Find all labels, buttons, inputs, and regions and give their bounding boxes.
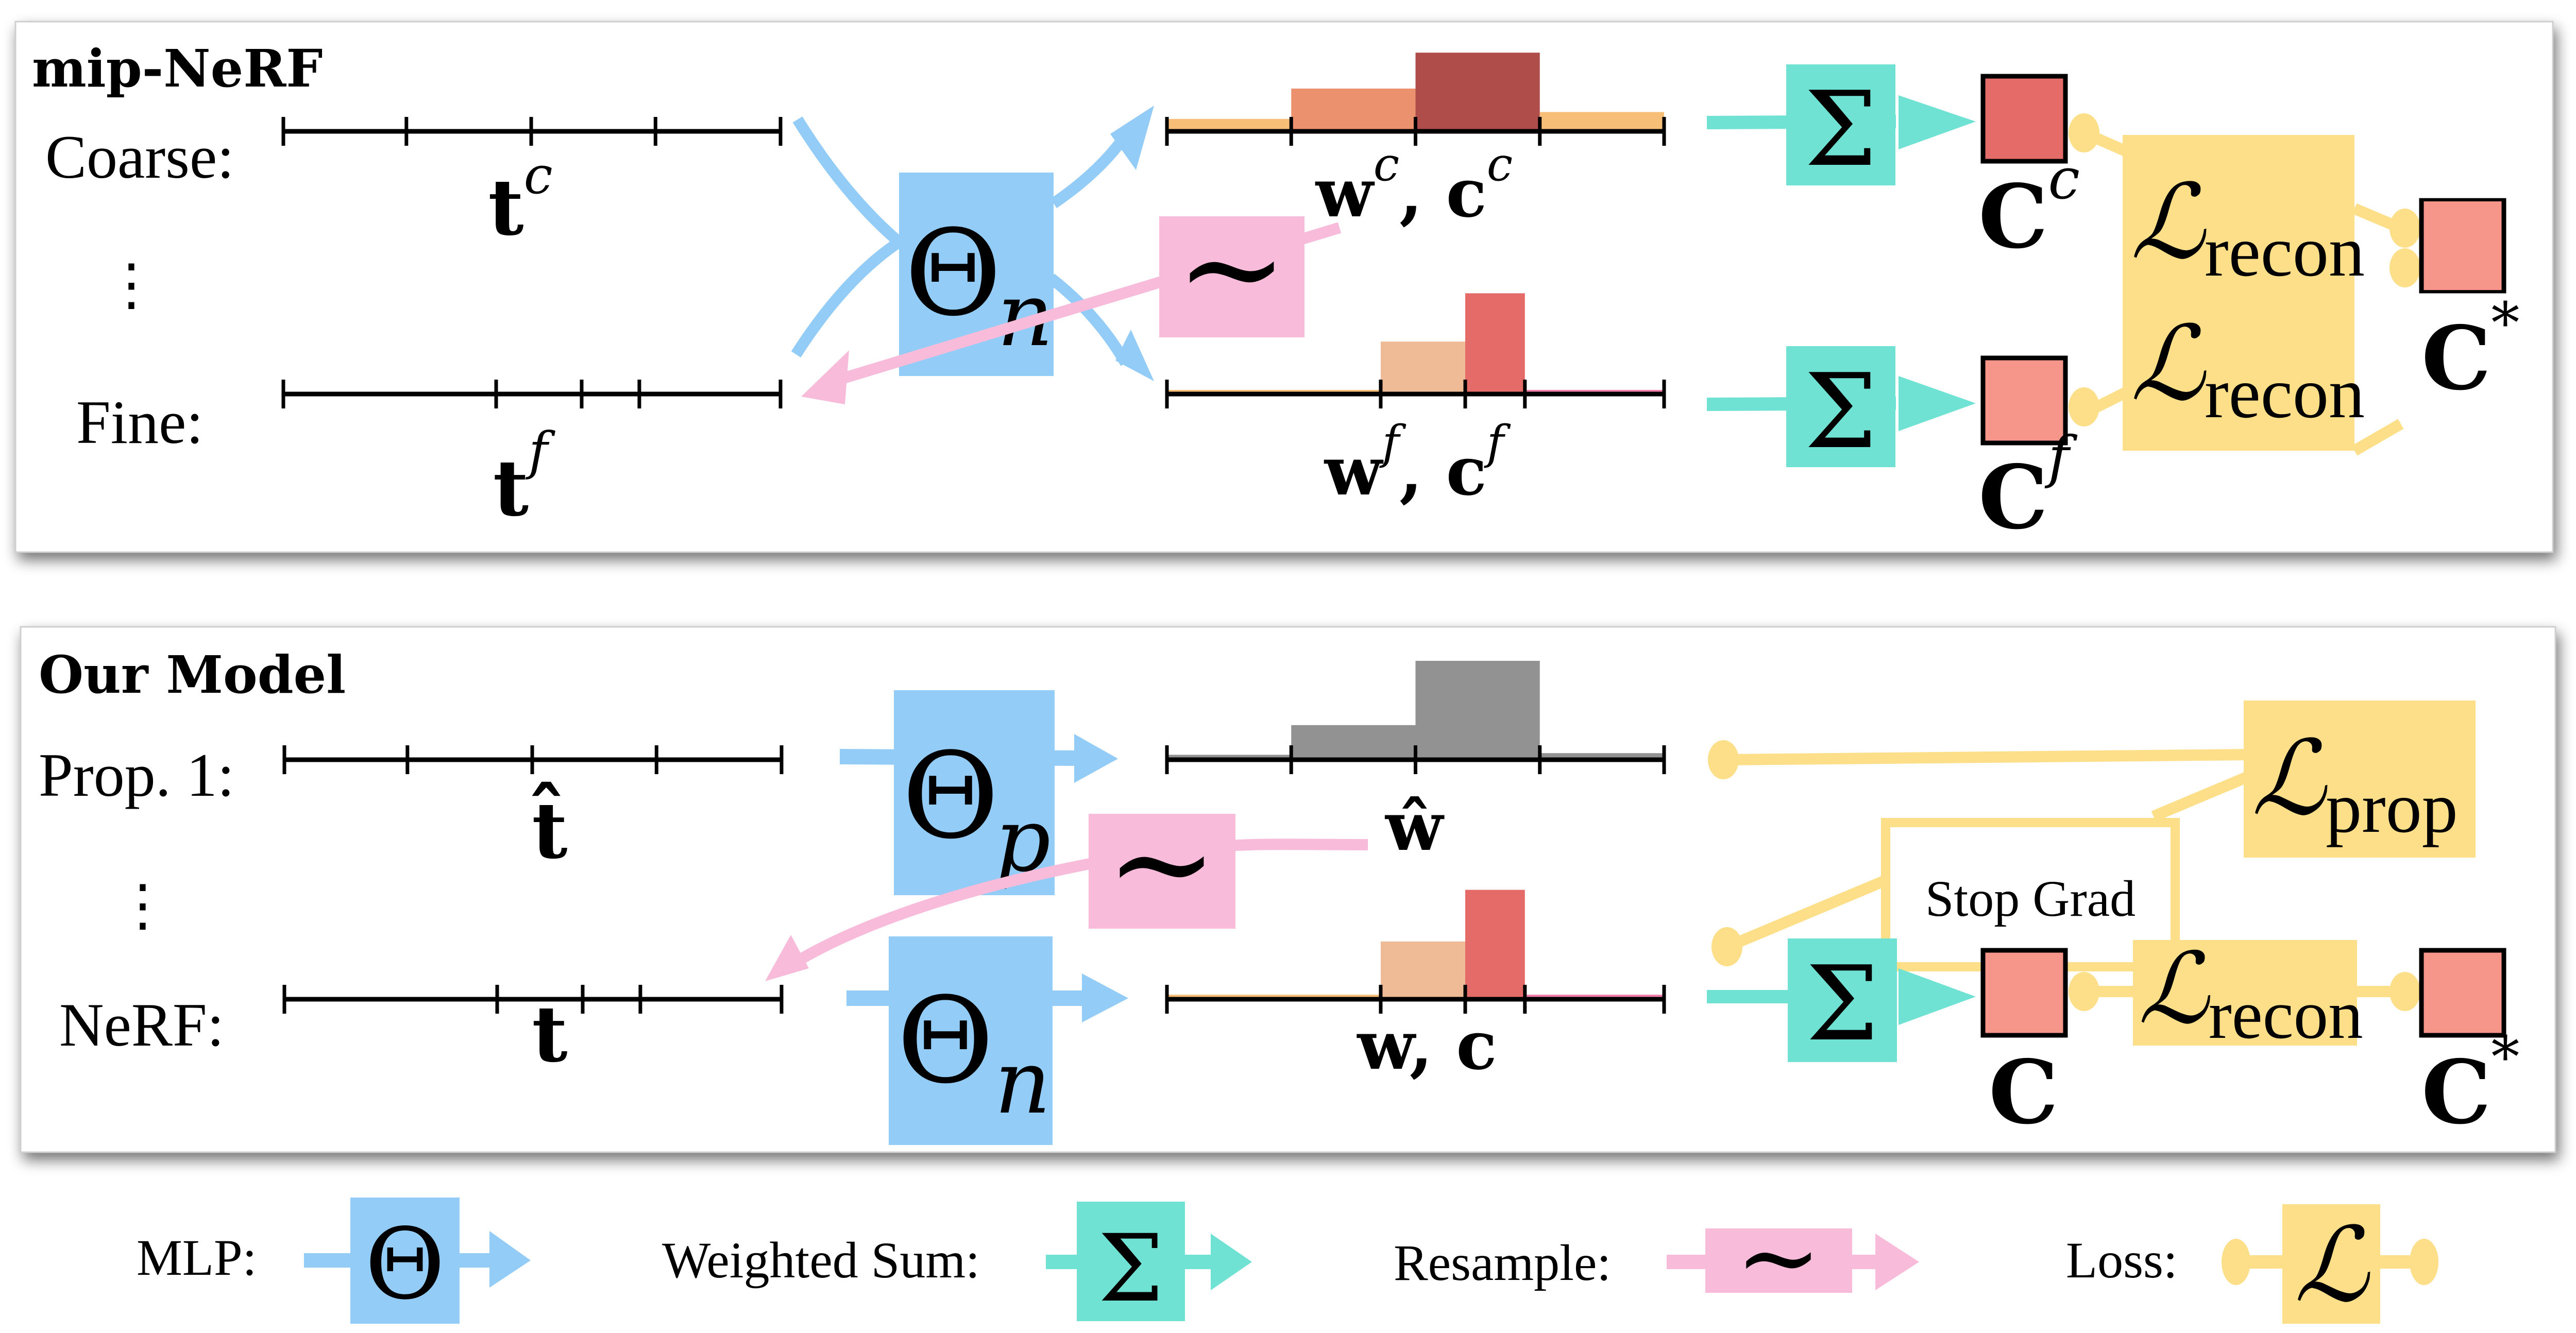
recon-loss[interactable]: ℒrecon <box>2133 932 2363 1053</box>
fine-color-swatch <box>1980 355 2068 446</box>
histogram-bar <box>1380 941 1465 999</box>
nerf-weights-label: w, c <box>1357 1006 1497 1085</box>
legend-item-resample: Resample: ∼ <box>1394 1198 1919 1318</box>
mlp-subscript: n <box>994 1032 1051 1134</box>
legend-label: Weighted Sum: <box>662 1232 980 1289</box>
arrow-head-to-coarse-hist <box>1110 106 1154 170</box>
theta-icon: Θ <box>897 972 994 1110</box>
histogram-bar <box>1415 53 1540 132</box>
fine-samples-label: tf <box>493 421 555 534</box>
arrow-head-to-fine-hist <box>1115 330 1154 381</box>
render-label: C <box>1989 1041 2058 1144</box>
resample-box[interactable]: ∼ <box>1159 191 1304 346</box>
sigma-icon: Σ <box>1806 944 1878 1064</box>
proposal-histogram <box>1165 661 1666 774</box>
stop-grad-box: Stop Grad <box>1881 818 2180 971</box>
target-render-label: C* <box>2421 290 2519 410</box>
legend: MLP: Θ Weighted Sum: Σ Resample: ∼ Loss: <box>137 1198 2438 1325</box>
nerf-histogram <box>1165 890 1666 1014</box>
coarse-samples-axis <box>281 117 783 146</box>
row-label-fine: Fine: <box>76 388 204 456</box>
theta-icon: Θ <box>905 205 1002 343</box>
recon-loss-fine[interactable]: ℒrecon <box>2123 279 2365 451</box>
rendered-color-swatch <box>1980 948 2068 1038</box>
legend-item-mlp: MLP: Θ <box>137 1198 531 1324</box>
legend-label: MLP: <box>137 1229 257 1286</box>
sigma-icon: Σ <box>1804 70 1877 190</box>
histogram-bar <box>1465 890 1525 999</box>
histogram-bar <box>1380 341 1465 394</box>
target-color-swatch <box>2419 948 2506 1038</box>
loss-icon: ℒ <box>2251 719 2328 839</box>
histogram-bar <box>1415 661 1540 760</box>
coarse-samples-label: tc <box>488 145 552 253</box>
proposal-mlp[interactable]: Θ p <box>839 690 1118 895</box>
tilde-icon: ∼ <box>1735 1198 1822 1318</box>
coarse-histogram <box>1165 53 1666 146</box>
theta-icon: Θ <box>365 1207 445 1321</box>
panel-title: Our Model <box>39 644 346 705</box>
resample-arrow-line <box>783 839 1368 973</box>
stop-grad-label: Stop Grad <box>1925 870 2136 927</box>
recon-loss-coarse[interactable]: ℒrecon <box>2123 135 2365 307</box>
row-label-proposal: Prop. 1: <box>39 741 234 809</box>
target-render-label: C* <box>2421 1024 2519 1144</box>
loss-icon: ℒ <box>2138 932 2211 1046</box>
mip-nerf-panel: mip-NeRF Coarse: ⋮ Fine: tc tf Θ n <box>14 21 2554 553</box>
histogram-bar <box>1167 755 1292 760</box>
row-label-coarse: Coarse: <box>45 123 234 191</box>
tilde-icon: ∼ <box>1106 785 1218 941</box>
histogram-bar <box>1465 293 1525 394</box>
fine-histogram <box>1165 293 1666 408</box>
mlp-box[interactable]: Θ n <box>899 173 1054 376</box>
fine-weights-label: wf, cf <box>1324 416 1511 510</box>
svg-text:ℒrecon: ℒrecon <box>2138 932 2363 1053</box>
tilde-icon: ∼ <box>1176 191 1288 346</box>
weighted-sum[interactable]: Σ <box>1707 938 1976 1064</box>
our-model-panel: Our Model Prop. 1: ⋮ NeRF: t̂ t Θ p Θ n <box>20 626 2556 1153</box>
proposal-loss[interactable]: ℒprop <box>2244 700 2476 858</box>
coarse-weights-label: wc, cc <box>1315 138 1513 232</box>
proposal-weights-label: ŵ <box>1384 787 1445 866</box>
sigma-icon: Σ <box>1804 352 1877 472</box>
row-label-nerf: NeRF: <box>59 990 224 1059</box>
histogram-bar <box>1291 88 1416 131</box>
legend-label: Loss: <box>2066 1232 2178 1289</box>
nerf-samples-axis <box>282 985 784 1014</box>
legend-item-loss: Loss: ℒ <box>2066 1204 2438 1325</box>
nerf-samples-label: t <box>532 989 567 1080</box>
svg-text:ℒrecon: ℒrecon <box>2130 162 2365 292</box>
histogram-bar <box>1539 112 1664 131</box>
histogram-bar <box>1291 725 1416 760</box>
coarse-render-label: Cc <box>1978 146 2080 268</box>
resample-arrow-head <box>801 350 849 404</box>
target-color-swatch <box>2419 198 2506 294</box>
resample-arrow-head <box>765 935 809 981</box>
sigma-icon: Σ <box>1098 1215 1163 1323</box>
nerf-mlp[interactable]: Θ n <box>846 936 1128 1145</box>
theta-icon: Θ <box>902 728 999 865</box>
loss-connectors <box>2069 113 2420 456</box>
fine-samples-axis <box>281 380 783 408</box>
proposal-samples-axis <box>282 745 784 774</box>
loss-icon: ℒ <box>2130 162 2207 282</box>
vdots: ⋮ <box>114 872 171 938</box>
legend-label: Resample: <box>1394 1234 1611 1291</box>
weighted-sum-fine[interactable]: Σ <box>1706 346 1976 472</box>
weighted-sum-coarse[interactable]: Σ <box>1706 64 1976 190</box>
loss-icon: ℒ <box>2130 304 2207 424</box>
coarse-color-swatch <box>1980 74 2068 164</box>
svg-text:ℒprop: ℒprop <box>2251 719 2458 848</box>
panel-title: mip-NeRF <box>32 38 323 99</box>
prop-loss-connectors <box>1708 740 2254 966</box>
loss-icon: ℒ <box>2294 1205 2370 1325</box>
legend-item-weighted-sum: Weighted Sum: Σ <box>662 1202 1252 1323</box>
proposal-samples-label: t̂ <box>532 782 568 876</box>
vdots: ⋮ <box>103 251 160 317</box>
svg-text:ℒrecon: ℒrecon <box>2130 304 2365 433</box>
resample-box[interactable]: ∼ <box>1089 785 1235 941</box>
